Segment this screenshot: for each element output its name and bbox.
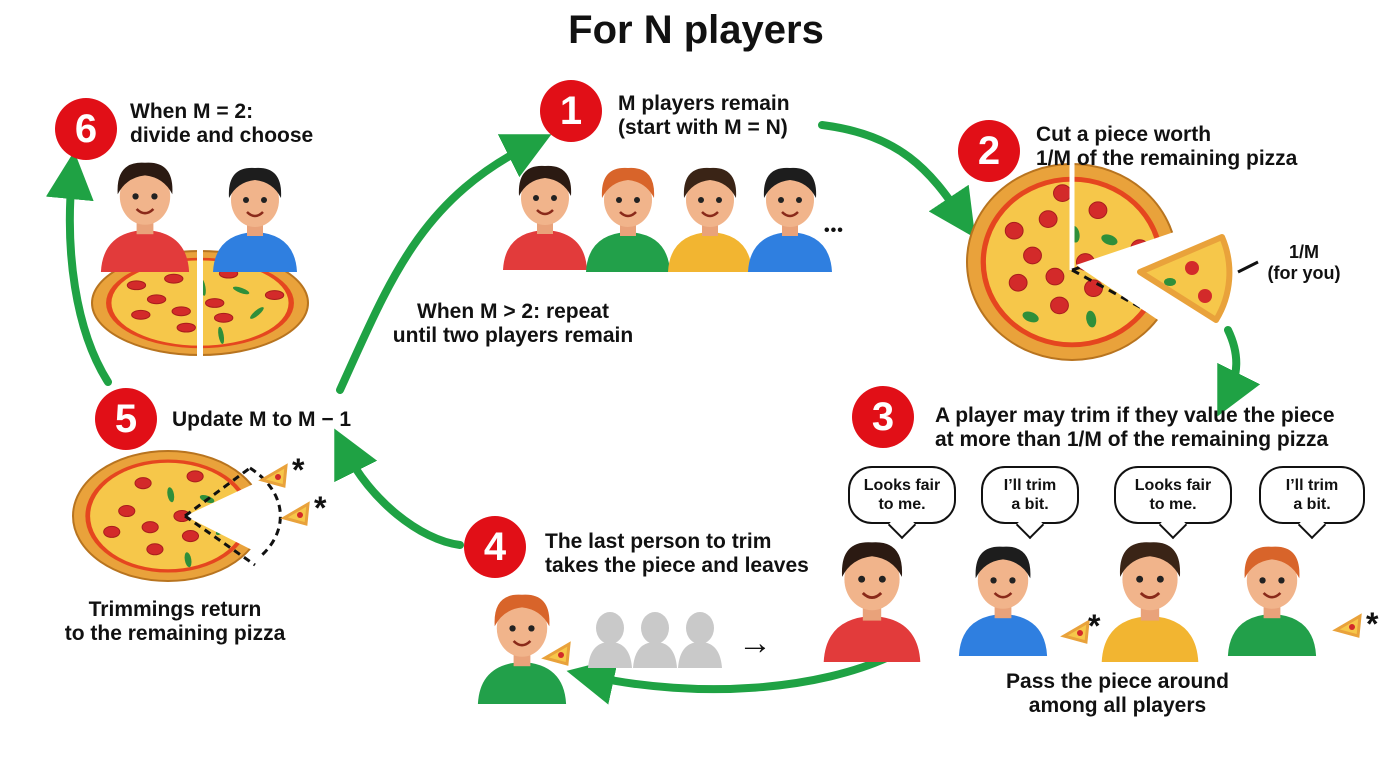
pizza-trimming: [258, 463, 288, 488]
flow-arrow: [1217, 326, 1261, 417]
person-icon: [958, 546, 1048, 656]
person-icon: [477, 594, 567, 704]
step-5-badge: 5: [95, 388, 157, 450]
step-3-badge: 3: [852, 386, 914, 448]
slice-label: 1/M(for you): [1267, 242, 1341, 283]
asterisk-mark: *: [1366, 606, 1379, 642]
pizza-slice: [1137, 234, 1233, 323]
person-icon: [503, 165, 587, 270]
speech-bubble: Looks fair to me.: [848, 466, 956, 524]
asterisk-mark: *: [1088, 608, 1101, 644]
pizza-remaining: [966, 155, 1188, 361]
person-icon: [213, 167, 297, 272]
departed-player-icon: [633, 612, 677, 668]
label-leader-line: [1237, 260, 1259, 274]
pizza-trimming: [1332, 613, 1362, 638]
right-arrow-icon: →: [738, 624, 772, 662]
person-icon: [668, 167, 752, 272]
step-4-badge: 4: [464, 516, 526, 578]
departed-player-icon: [588, 612, 632, 668]
asterisk-mark: *: [292, 452, 305, 488]
step-5-text: Update M to M − 1: [172, 408, 352, 431]
pizza-halves: [91, 250, 309, 356]
pizza-trimming: [1060, 619, 1090, 644]
person-icon: [823, 542, 921, 662]
step-1-badge: 1: [540, 80, 602, 142]
speech-bubble: I’ll trim a bit.: [981, 466, 1079, 524]
step-2-badge: 2: [958, 120, 1020, 182]
speech-bubble: I’ll trim a bit.: [1259, 466, 1365, 524]
step-1-text: M players remain(start with M = N): [618, 92, 790, 140]
flow-arrow: [336, 134, 552, 394]
flow-arrow: [334, 428, 464, 549]
diagram-title: For N players: [568, 8, 824, 52]
flow-arrow: [45, 151, 112, 386]
pizza-remaining-small: [72, 450, 282, 582]
flow-arrow: [566, 651, 897, 705]
flow-arrow: [818, 121, 976, 238]
speech-bubble: Looks fair to me.: [1114, 466, 1232, 524]
step-3-text: A player may trim if they value the piec…: [935, 404, 1335, 452]
pizza-trimming: [541, 641, 571, 666]
person-icon: [1101, 542, 1199, 662]
step-6-badge: 6: [55, 98, 117, 160]
person-icon: [586, 167, 670, 272]
more-players-ellipsis: •••: [824, 222, 844, 239]
asterisk-mark: *: [314, 490, 327, 526]
person-icon: [748, 167, 832, 272]
person-icon: [100, 162, 190, 272]
pizza-trimming: [280, 501, 310, 526]
departed-player-icon: [678, 612, 722, 668]
step-6-text: When M = 2:divide and choose: [130, 100, 314, 148]
person-icon: [1227, 546, 1317, 656]
